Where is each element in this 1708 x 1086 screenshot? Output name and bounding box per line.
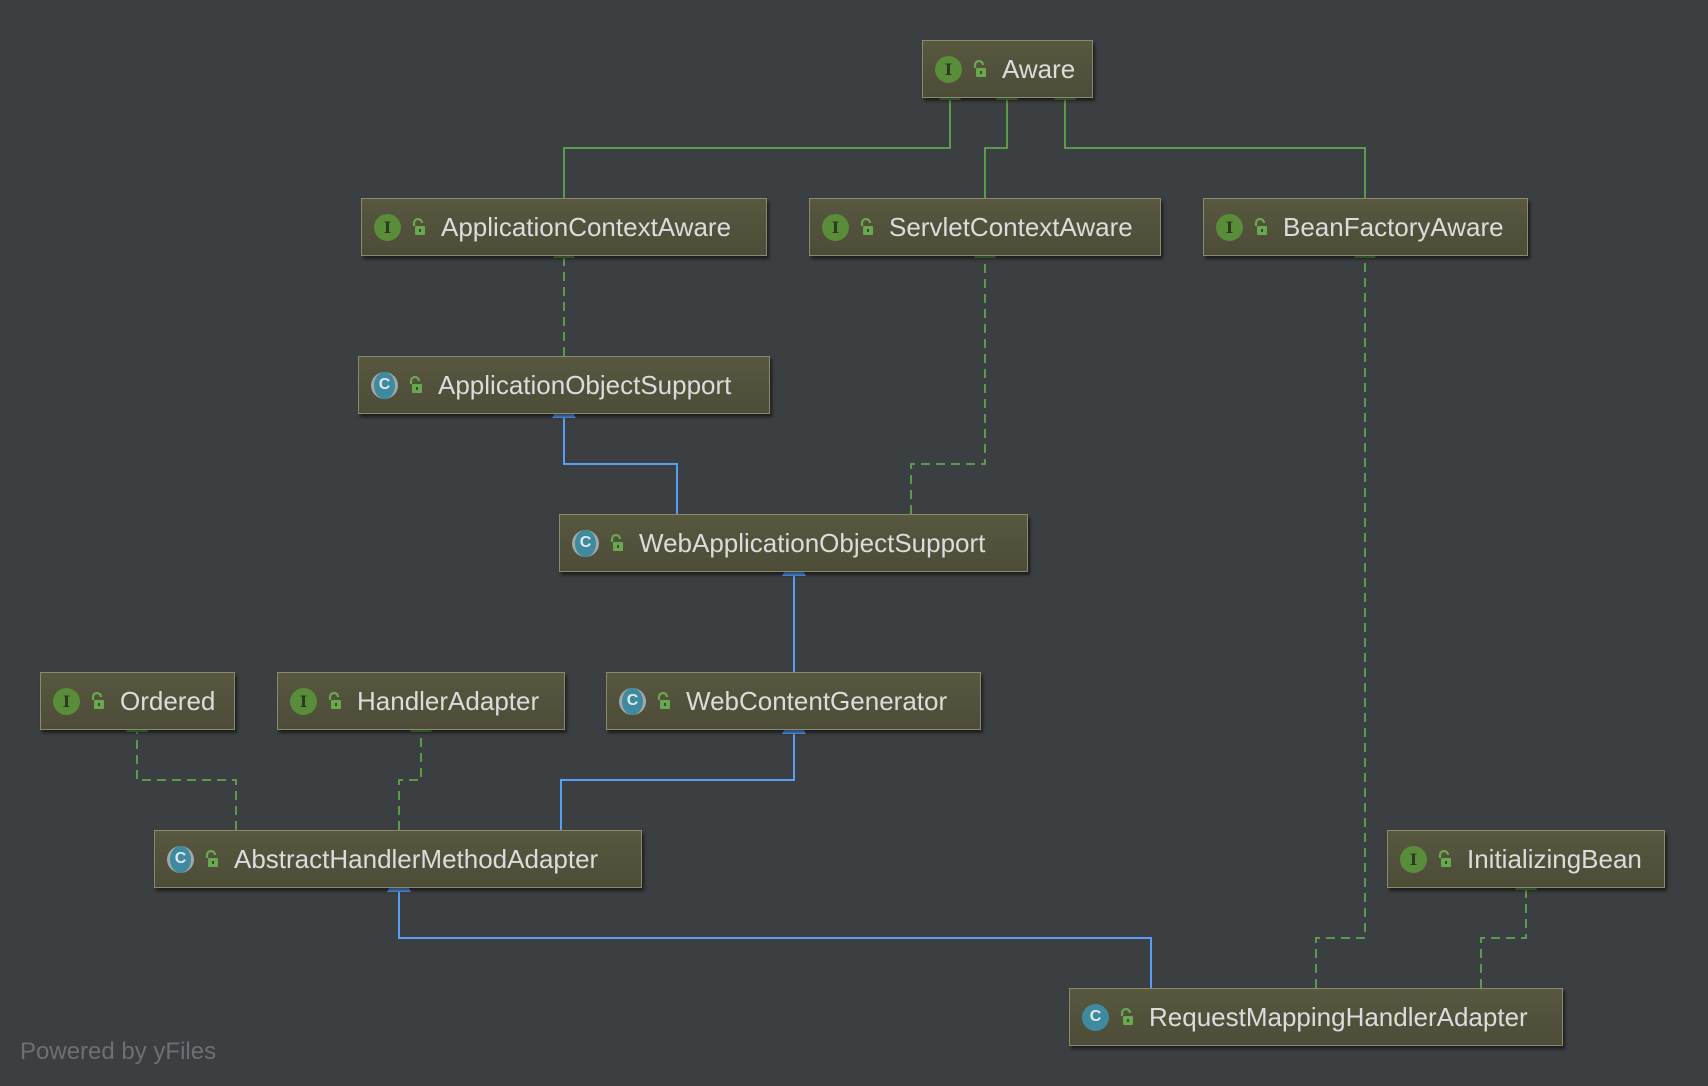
- class-kind-icon: C: [167, 845, 194, 873]
- interface-kind-icon: I: [1216, 213, 1243, 241]
- node-label: ApplicationContextAware: [441, 211, 732, 242]
- node-label: AbstractHandlerMethodAdapter: [234, 843, 599, 874]
- class-kind-icon: C: [1082, 1003, 1109, 1031]
- edge-waos-to-sca: [910, 236, 996, 514]
- public-access-icon: [91, 692, 104, 709]
- class-kind-icon: C: [371, 371, 398, 399]
- node-label: HandlerAdapter: [357, 685, 540, 716]
- interface-kind-icon: I: [374, 213, 401, 241]
- public-access-icon: [1120, 1008, 1133, 1025]
- node-label: RequestMappingHandlerAdapter: [1149, 1001, 1528, 1032]
- interface-kind-icon: I: [1400, 845, 1427, 873]
- public-access-icon: [973, 60, 986, 77]
- node-aware[interactable]: I Aware: [922, 40, 1093, 98]
- node-label: Aware: [1002, 53, 1076, 84]
- node-bfa[interactable]: I BeanFactoryAware: [1203, 198, 1528, 256]
- public-access-icon: [610, 534, 623, 551]
- node-sca[interactable]: I ServletContextAware: [809, 198, 1161, 256]
- interface-kind-icon: I: [53, 687, 80, 715]
- edge-bfa-to-aware: [1054, 78, 1366, 198]
- public-access-icon: [412, 218, 425, 235]
- node-label: Ordered: [120, 685, 216, 716]
- node-aca[interactable]: I ApplicationContextAware: [361, 198, 767, 256]
- node-label: ApplicationObjectSupport: [438, 369, 732, 400]
- node-ahma[interactable]: C AbstractHandlerMethodAdapter: [154, 830, 642, 888]
- public-access-icon: [328, 692, 341, 709]
- class-kind-icon: C: [619, 687, 646, 715]
- public-access-icon: [860, 218, 873, 235]
- node-ib[interactable]: I InitializingBean: [1387, 830, 1665, 888]
- edge-rmha-to-bfa: [1315, 236, 1376, 988]
- node-label: WebContentGenerator: [686, 685, 948, 716]
- public-access-icon: [205, 850, 218, 867]
- node-rmha[interactable]: C RequestMappingHandlerAdapter: [1069, 988, 1563, 1046]
- node-waos[interactable]: C WebApplicationObjectSupport: [559, 514, 1028, 572]
- node-aos[interactable]: C ApplicationObjectSupport: [358, 356, 770, 414]
- node-label: InitializingBean: [1467, 843, 1642, 874]
- node-label: BeanFactoryAware: [1283, 211, 1504, 242]
- interface-kind-icon: I: [822, 213, 849, 241]
- public-access-icon: [409, 376, 422, 393]
- edge-aca-to-aware: [563, 78, 961, 198]
- interface-kind-icon: I: [290, 687, 317, 715]
- node-ordered[interactable]: I Ordered: [40, 672, 235, 730]
- public-access-icon: [657, 692, 670, 709]
- node-label: ServletContextAware: [889, 211, 1133, 242]
- node-label: WebApplicationObjectSupport: [639, 527, 986, 558]
- public-access-icon: [1438, 850, 1451, 867]
- powered-by-footer: Powered by yFiles: [20, 1038, 217, 1065]
- class-kind-icon: C: [572, 529, 599, 557]
- node-ha[interactable]: I HandlerAdapter: [277, 672, 565, 730]
- interface-kind-icon: I: [935, 55, 962, 83]
- node-wcg[interactable]: C WebContentGenerator: [606, 672, 981, 730]
- public-access-icon: [1254, 218, 1267, 235]
